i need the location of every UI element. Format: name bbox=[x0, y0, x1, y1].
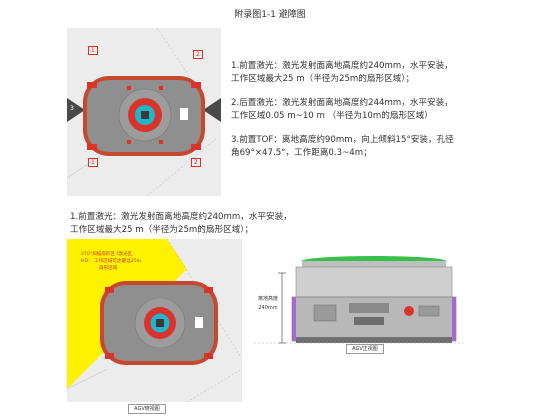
height-label: 离地高度 240mm bbox=[256, 295, 280, 313]
desc-item2-line2: 工作区域0.05 m~10 m （半径为10m的扇形区域） bbox=[231, 110, 433, 121]
desc-item2-line1: 2.后置激光：激光发射面离地高度约244mm，水平安装， bbox=[231, 98, 453, 108]
zone-label-3: 3 bbox=[70, 105, 74, 112]
zone-label-1: 1 bbox=[88, 46, 98, 55]
bottom-top-view-diagram: 270°扫描扇形区 (激光区 HD： 工作区域可达最远25m 扇形区域 bbox=[66, 238, 243, 403]
left-sensor-fan bbox=[67, 98, 85, 122]
front-view-diagram: 离地高度 240mm bbox=[254, 251, 464, 356]
front-view-caption: AGV正视图 bbox=[346, 344, 384, 354]
bottom-desc-line2: 工作区域最大25 m（半径为25m的扇形区域）； bbox=[70, 224, 254, 235]
bottom-robot-drawing bbox=[66, 238, 243, 403]
legend-line2: HD： 工作区域可达最远25m bbox=[81, 259, 142, 264]
desc-item1-line2: 工作区域最大25 m（半径为25m的扇形区域）； bbox=[231, 73, 415, 84]
zone-label-2: 2 bbox=[193, 50, 203, 59]
desc-item3-line2: 角69°×47.5°，工作距离0.3~4m； bbox=[231, 147, 372, 158]
zone-label-1b: 1 bbox=[88, 158, 98, 167]
sensor-descriptions: 1.前置激光：激光发射面离地高度约240mm，水平安装， 工作区域最大25 m（… bbox=[231, 60, 536, 159]
top-obstacle-diagram: 1 2 3 1 2 bbox=[66, 27, 221, 197]
height-value-text: 240mm bbox=[258, 305, 278, 311]
page-title: 附录图1-1 避障图 bbox=[234, 10, 306, 20]
top-view-caption: AGV俯视图 bbox=[128, 404, 166, 414]
legend-line3: 扇形区域 bbox=[99, 266, 118, 271]
scan-zone-legend: 270°扫描扇形区 (激光区 HD： 工作区域可达最远25m 扇形区域 bbox=[81, 251, 143, 272]
legend-line1: 270°扫描扇形区 (激光区 bbox=[81, 252, 133, 257]
top-robot-drawing bbox=[66, 27, 221, 197]
desc-item1-line1: 1.前置激光：激光发射面离地高度约240mm，水平安装， bbox=[231, 61, 453, 71]
height-label-text: 离地高度 bbox=[257, 296, 278, 302]
desc-item3-line1: 3.前置TOF：离地高度约90mm，向上倾斜15°安装，孔径 bbox=[231, 135, 454, 145]
bottom-desc-line1: 1.前置激光：激光发射面离地高度约240mm，水平安装， bbox=[70, 212, 292, 222]
bottom-description: 1.前置激光：激光发射面离地高度约240mm，水平安装， 工作区域最大25 m（… bbox=[70, 211, 390, 236]
right-sensor-fan bbox=[203, 98, 221, 122]
zone-label-2b: 2 bbox=[191, 158, 201, 167]
front-robot-drawing bbox=[254, 256, 464, 344]
